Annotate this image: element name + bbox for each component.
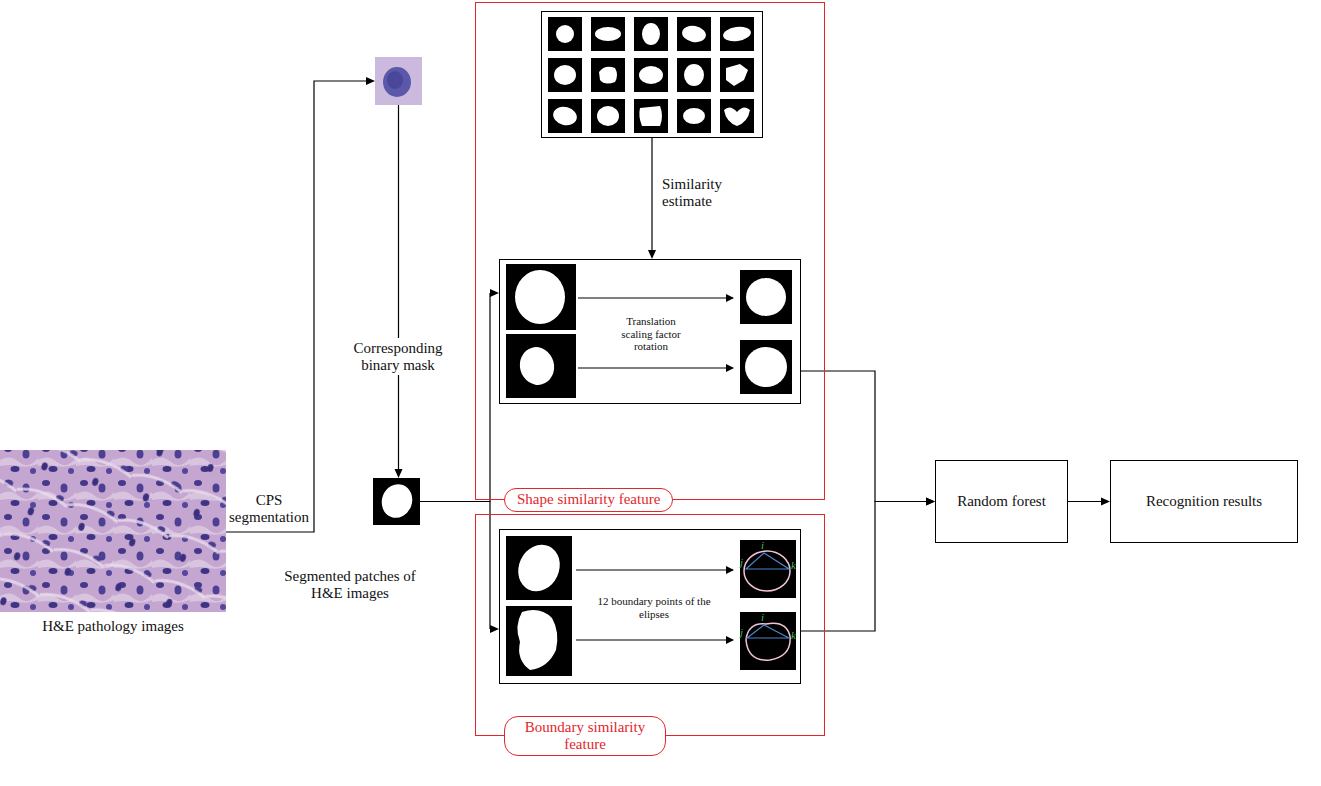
- arrowhead: [926, 498, 935, 506]
- point-label: k: [791, 560, 796, 571]
- boundary-text: 12 boundary points of the elipses: [584, 595, 724, 620]
- connector-line: [226, 81, 366, 532]
- box-text: Random forest: [957, 493, 1046, 510]
- point-label: i: [761, 540, 764, 551]
- transform-text: Translation scaling factor rotation: [610, 315, 692, 353]
- cell-patch: [375, 57, 422, 105]
- process-box: Recognition results: [1110, 460, 1298, 543]
- feature-group: Boundary similarity feature12 boundary p…: [475, 514, 825, 736]
- template-grid: [541, 11, 763, 138]
- connector: [648, 138, 656, 259]
- process-box: Random forest: [935, 460, 1068, 543]
- connector-line: [801, 371, 926, 502]
- edge-label: Similarity estimate: [662, 176, 734, 209]
- binary-mask: Segmented patches of H&E images: [373, 478, 420, 525]
- connector-line: [420, 293, 490, 502]
- mask-caption: Segmented patches of H&E images: [280, 568, 420, 603]
- transform-box: Translation scaling factor rotation: [499, 259, 801, 404]
- connector-line: [651, 138, 652, 250]
- arrowhead: [490, 625, 499, 633]
- connector-line: [420, 502, 490, 630]
- connector: [801, 371, 935, 506]
- group-pill: Shape similarity feature: [504, 488, 673, 511]
- connector: [1068, 498, 1110, 506]
- point-label: k: [791, 630, 796, 641]
- group-pill: Boundary similarity feature: [504, 716, 666, 757]
- connector: [395, 105, 403, 478]
- arrowhead: [366, 77, 375, 85]
- arrowhead: [926, 498, 935, 506]
- image-caption: H&E pathology images: [0, 618, 226, 635]
- connector-line: [801, 502, 926, 632]
- point-label: i: [761, 612, 764, 623]
- edge-label: Corresponding binary mask: [350, 338, 446, 375]
- box-text: Recognition results: [1146, 493, 1262, 510]
- boundary-box: 12 boundary points of the elipses: [499, 529, 801, 684]
- arrowhead: [490, 289, 499, 297]
- point-label: j: [740, 557, 743, 568]
- connector-line: [398, 105, 399, 469]
- feature-group: Shape similarity featureTranslation scal…: [475, 2, 825, 500]
- arrowhead: [395, 469, 403, 478]
- connector: [420, 289, 499, 502]
- connector: [801, 498, 935, 632]
- connector: [226, 77, 375, 532]
- pathology-image: H&E pathology images: [0, 450, 226, 612]
- arrowhead: [648, 250, 656, 259]
- point-label: j: [740, 627, 743, 638]
- edge-label: CPS segmentation: [226, 492, 312, 525]
- arrowhead: [1101, 498, 1110, 506]
- connector-line: [1068, 501, 1101, 502]
- connector: [420, 502, 499, 634]
